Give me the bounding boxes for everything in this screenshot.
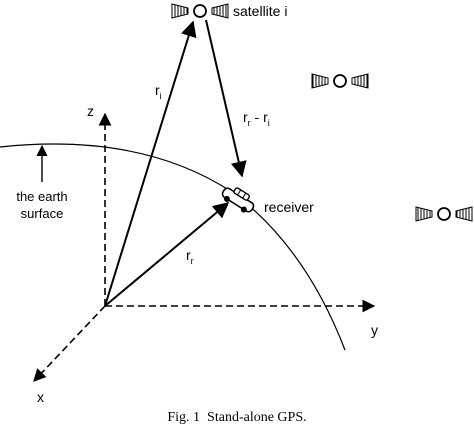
vector-diff-a-base: r [243, 109, 248, 125]
earth-surface-label-line1: the earth [16, 189, 67, 204]
z-axis-label: z [87, 103, 94, 119]
vector-diff-b-base: r [263, 109, 268, 125]
earth-surface-curve [0, 143, 346, 351]
vector-rr-base: r [186, 247, 191, 263]
vector-diff-label: rr - ri [243, 109, 270, 128]
vector-ri [104, 20, 197, 307]
x-axis [33, 305, 106, 382]
receiver-label: receiver [264, 199, 314, 215]
vector-rr-subscript: r [191, 256, 194, 266]
satellite-i-label: satellite i [233, 3, 287, 19]
vector-rr-minus-ri [205, 19, 247, 178]
vector-ri-subscript: i [160, 91, 162, 101]
vector-diff-b-subscript: i [268, 118, 270, 128]
vector-ri-label: ri [155, 82, 162, 101]
figure-caption: Fig. 1 Stand-alone GPS. [167, 410, 306, 425]
earth-surface-label-line2: surface [21, 206, 64, 221]
y-axis-label: y [371, 322, 378, 338]
vector-diff-operator: - [251, 109, 263, 125]
vector-diff-a-subscript: r [248, 118, 251, 128]
vector-rr-label: rr [186, 247, 194, 266]
vector-ri-base: r [155, 82, 160, 98]
receiver-car-icon [221, 187, 255, 213]
satellite-3-icon [415, 206, 473, 222]
vector-rr [104, 201, 230, 307]
satellite-i-icon [171, 3, 229, 19]
satellite-2-icon [311, 73, 369, 89]
x-axis-label: x [37, 389, 44, 405]
